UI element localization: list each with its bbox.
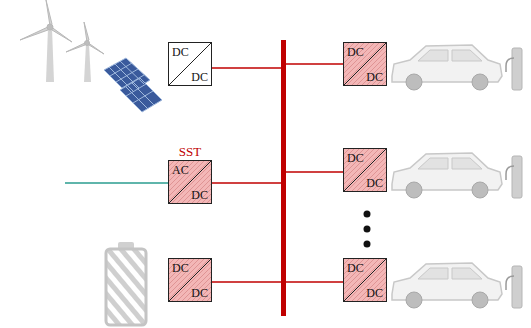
converter-heading: SST <box>179 145 201 158</box>
dc-dc-converter: DC DC <box>168 258 212 302</box>
dc-dc-converter: DC DC <box>343 148 387 192</box>
port-label: DC <box>191 287 208 299</box>
port-label: DC <box>347 46 364 58</box>
ac-dc-converter: SSTACDC <box>168 160 212 204</box>
port-label: DC <box>347 152 364 164</box>
ellipsis-dots <box>364 211 371 248</box>
port-label: DC <box>191 71 208 83</box>
wind-turbine <box>20 0 104 82</box>
port-label: DC <box>366 177 383 189</box>
solar-panel <box>104 58 162 112</box>
dc-dc-converter: DC DC <box>343 258 387 302</box>
bus-wire <box>212 64 343 282</box>
ev-car <box>392 153 522 198</box>
ev-car <box>392 45 522 90</box>
dc-bus <box>281 40 286 316</box>
port-label: DC <box>366 287 383 299</box>
port-label: DC <box>347 262 364 274</box>
port-label: DC <box>191 189 208 201</box>
dc-dc-converter: DC DC <box>343 42 387 86</box>
ac-grid-line <box>65 182 168 184</box>
ev-car <box>392 263 522 308</box>
dc-dc-converter: DC DC <box>168 42 212 86</box>
port-label: DC <box>172 262 189 274</box>
port-label: AC <box>172 164 189 176</box>
port-label: DC <box>366 71 383 83</box>
battery-icon <box>106 242 146 325</box>
port-label: DC <box>172 46 189 58</box>
ev-car <box>392 45 522 308</box>
